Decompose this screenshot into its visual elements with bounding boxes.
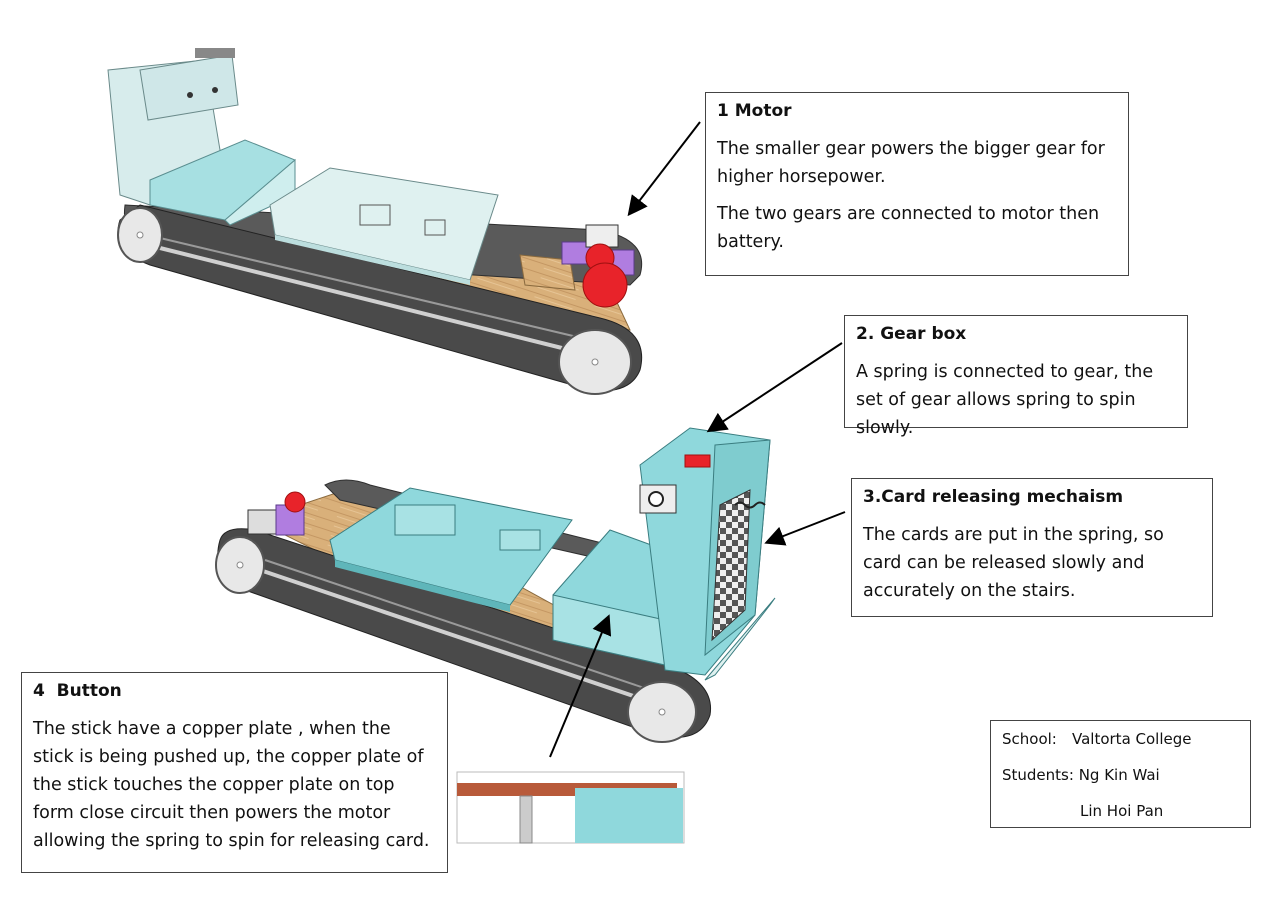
credits-box: School: Valtorta College Students: Ng Kin… — [990, 720, 1251, 828]
motor-text-2: The two gears are connected to motor the… — [717, 204, 1100, 252]
top-gear-icon — [582, 243, 628, 308]
card-stack — [711, 489, 751, 642]
bottom-battery-tray — [329, 487, 573, 606]
bottom-vehicle — [215, 427, 776, 743]
spring-gears — [684, 454, 711, 468]
card-callout: 3.Card releasing mechaism The cards are … — [851, 478, 1213, 617]
students-row: Students: Ng Kin Wai — [1002, 763, 1239, 799]
school-name: Valtorta College — [1072, 730, 1192, 748]
arrow-motor — [627, 121, 701, 217]
student-2: Lin Hoi Pan — [1080, 802, 1164, 820]
student-1: Ng Kin Wai — [1078, 766, 1160, 784]
button-inset — [456, 771, 685, 844]
bottom-motor — [247, 509, 279, 535]
motor-callout: 1 Motor The smaller gear powers the bigg… — [705, 92, 1129, 276]
button-callout: 4 Button The stick have a copper plate ,… — [21, 672, 448, 873]
card-ramp — [704, 597, 776, 681]
button-text: The stick have a copper plate , when the… — [33, 719, 430, 851]
spring-icon — [734, 501, 766, 509]
top-vehicle — [107, 48, 643, 395]
students-label: Students: — [1002, 766, 1074, 784]
arrow-button — [549, 614, 612, 758]
gearbox-text: A spring is connected to gear, the set o… — [856, 362, 1154, 438]
gearbox-callout: 2. Gear box A spring is connected to gea… — [844, 315, 1188, 438]
card-title: 3.Card releasing mechaism — [863, 487, 1124, 507]
arrow-card — [764, 511, 846, 546]
school-row: School: Valtorta College — [1002, 727, 1239, 763]
school-label: School: — [1002, 730, 1057, 748]
students-row-2: Lin Hoi Pan — [1002, 799, 1239, 835]
motor-title: 1 Motor — [717, 101, 792, 121]
button-title: 4 Button — [33, 681, 122, 701]
bottom-gear-icon — [284, 491, 306, 513]
gearbox-title: 2. Gear box — [856, 324, 967, 344]
callout-arrows — [549, 121, 846, 758]
arrow-gearbox — [706, 342, 843, 433]
card-text: The cards are put in the spring, so card… — [863, 525, 1164, 601]
motor-text-1: The smaller gear powers the bigger gear … — [717, 139, 1105, 187]
